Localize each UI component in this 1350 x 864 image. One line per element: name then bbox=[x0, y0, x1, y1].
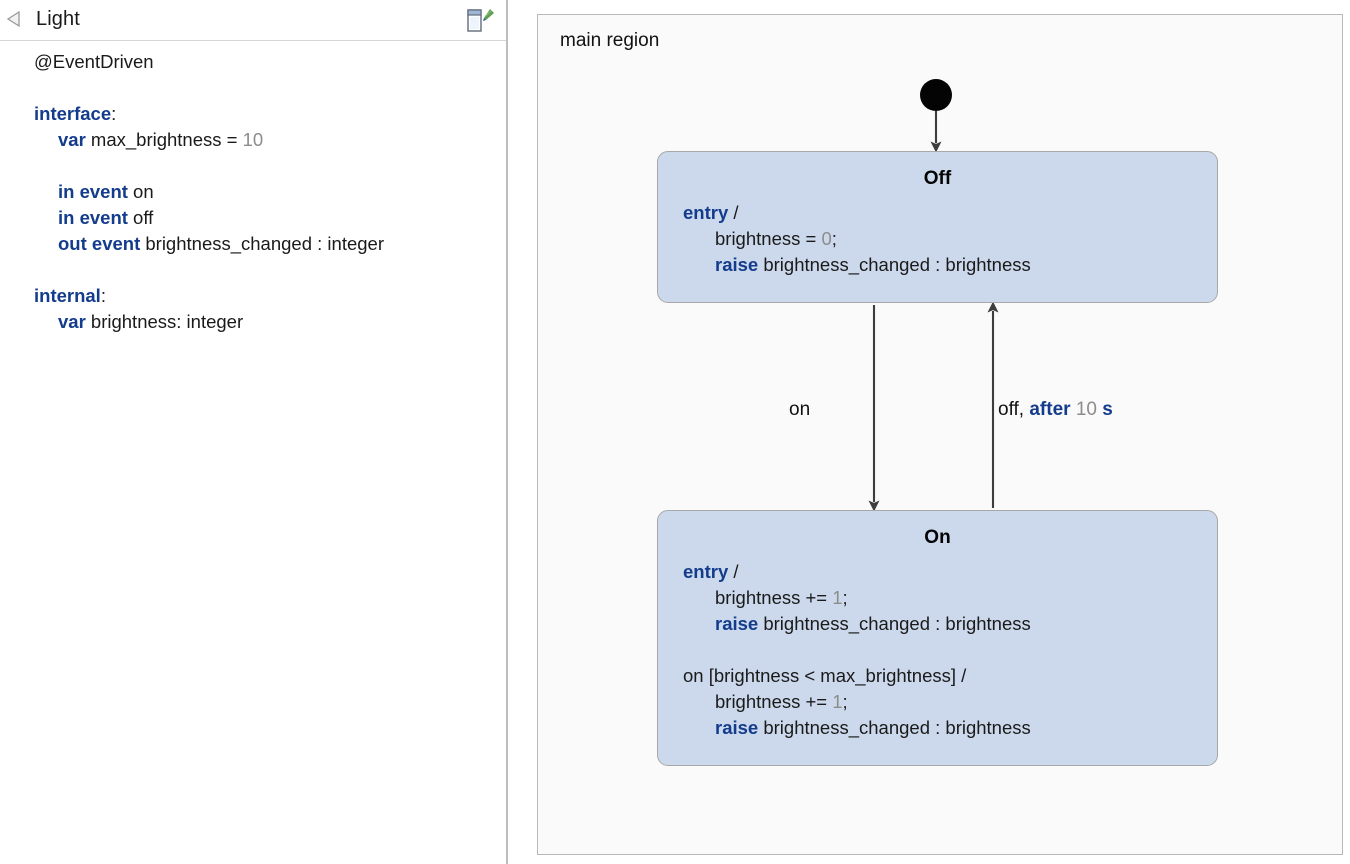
on-line-2: raise brightness_changed : brightness bbox=[715, 613, 1031, 634]
on-line-1: brightness += 1; bbox=[715, 587, 848, 608]
state-body-off: entry / brightness = 0; raise brightness_c… bbox=[658, 200, 1217, 278]
editor-code-area[interactable]: @EventDriven interface: var max_brightness… bbox=[0, 41, 506, 864]
initial-state-node[interactable] bbox=[920, 79, 952, 111]
page-title: Light bbox=[36, 8, 80, 30]
off-line-2: raise brightness_changed : brightness bbox=[715, 254, 1031, 275]
off-line-1: brightness = 0; bbox=[715, 228, 837, 249]
off-line-0: entry / bbox=[683, 202, 739, 223]
transition-label-on-to-off[interactable]: off, after 10 s bbox=[998, 399, 1113, 420]
code-line-in-event-off: in event off bbox=[58, 207, 154, 228]
code-line-blank3 bbox=[0, 257, 506, 283]
code-line-max-bright: var max_brightness = 10 bbox=[58, 129, 264, 150]
code-line-blank1 bbox=[0, 75, 506, 101]
state-node-on[interactable]: On entry / brightness += 1; raise brightne… bbox=[657, 510, 1218, 766]
on-line-0: entry / bbox=[683, 561, 739, 582]
code-line-out-event-bc: out event brightness_changed : integer bbox=[58, 233, 384, 254]
code-line-annotation: @EventDriven bbox=[34, 51, 154, 72]
editor-titlebar: Light bbox=[0, 0, 506, 41]
state-name-off: Off bbox=[923, 168, 952, 189]
code-line-internal: internal: bbox=[34, 285, 106, 306]
region-label: main region bbox=[560, 30, 660, 51]
code-line-in-event-on: in event on bbox=[58, 181, 154, 202]
statechart-text-editor-panel: Light @EventDriven interface: var max_brig… bbox=[0, 0, 508, 864]
state-name-on: On bbox=[924, 527, 951, 548]
on-line-5: brightness += 1; bbox=[715, 691, 848, 712]
on-line-3 bbox=[683, 637, 1217, 663]
state-body-on: entry / brightness += 1; raise brightness_… bbox=[658, 559, 1217, 741]
state-node-off[interactable]: Off entry / brightness = 0; raise brightne… bbox=[657, 151, 1218, 303]
on-line-6: raise brightness_changed : brightness bbox=[715, 717, 1031, 738]
code-line-interface: interface: bbox=[34, 103, 117, 124]
code-line-blank2 bbox=[0, 153, 506, 179]
maximize-restore-icon[interactable] bbox=[463, 5, 499, 35]
statechart-diagram-panel[interactable]: main region Off entry / brightness = 0; ra… bbox=[537, 14, 1343, 855]
collapse-left-triangle-icon[interactable] bbox=[5, 9, 23, 29]
code-line-var-bright: var brightness: integer bbox=[58, 311, 244, 332]
transition-label-off-to-on[interactable]: on bbox=[789, 399, 811, 420]
code-line-list: @EventDriven interface: var max_brightness… bbox=[0, 49, 506, 335]
on-line-4: on [brightness < max_brightness] / bbox=[683, 665, 967, 686]
